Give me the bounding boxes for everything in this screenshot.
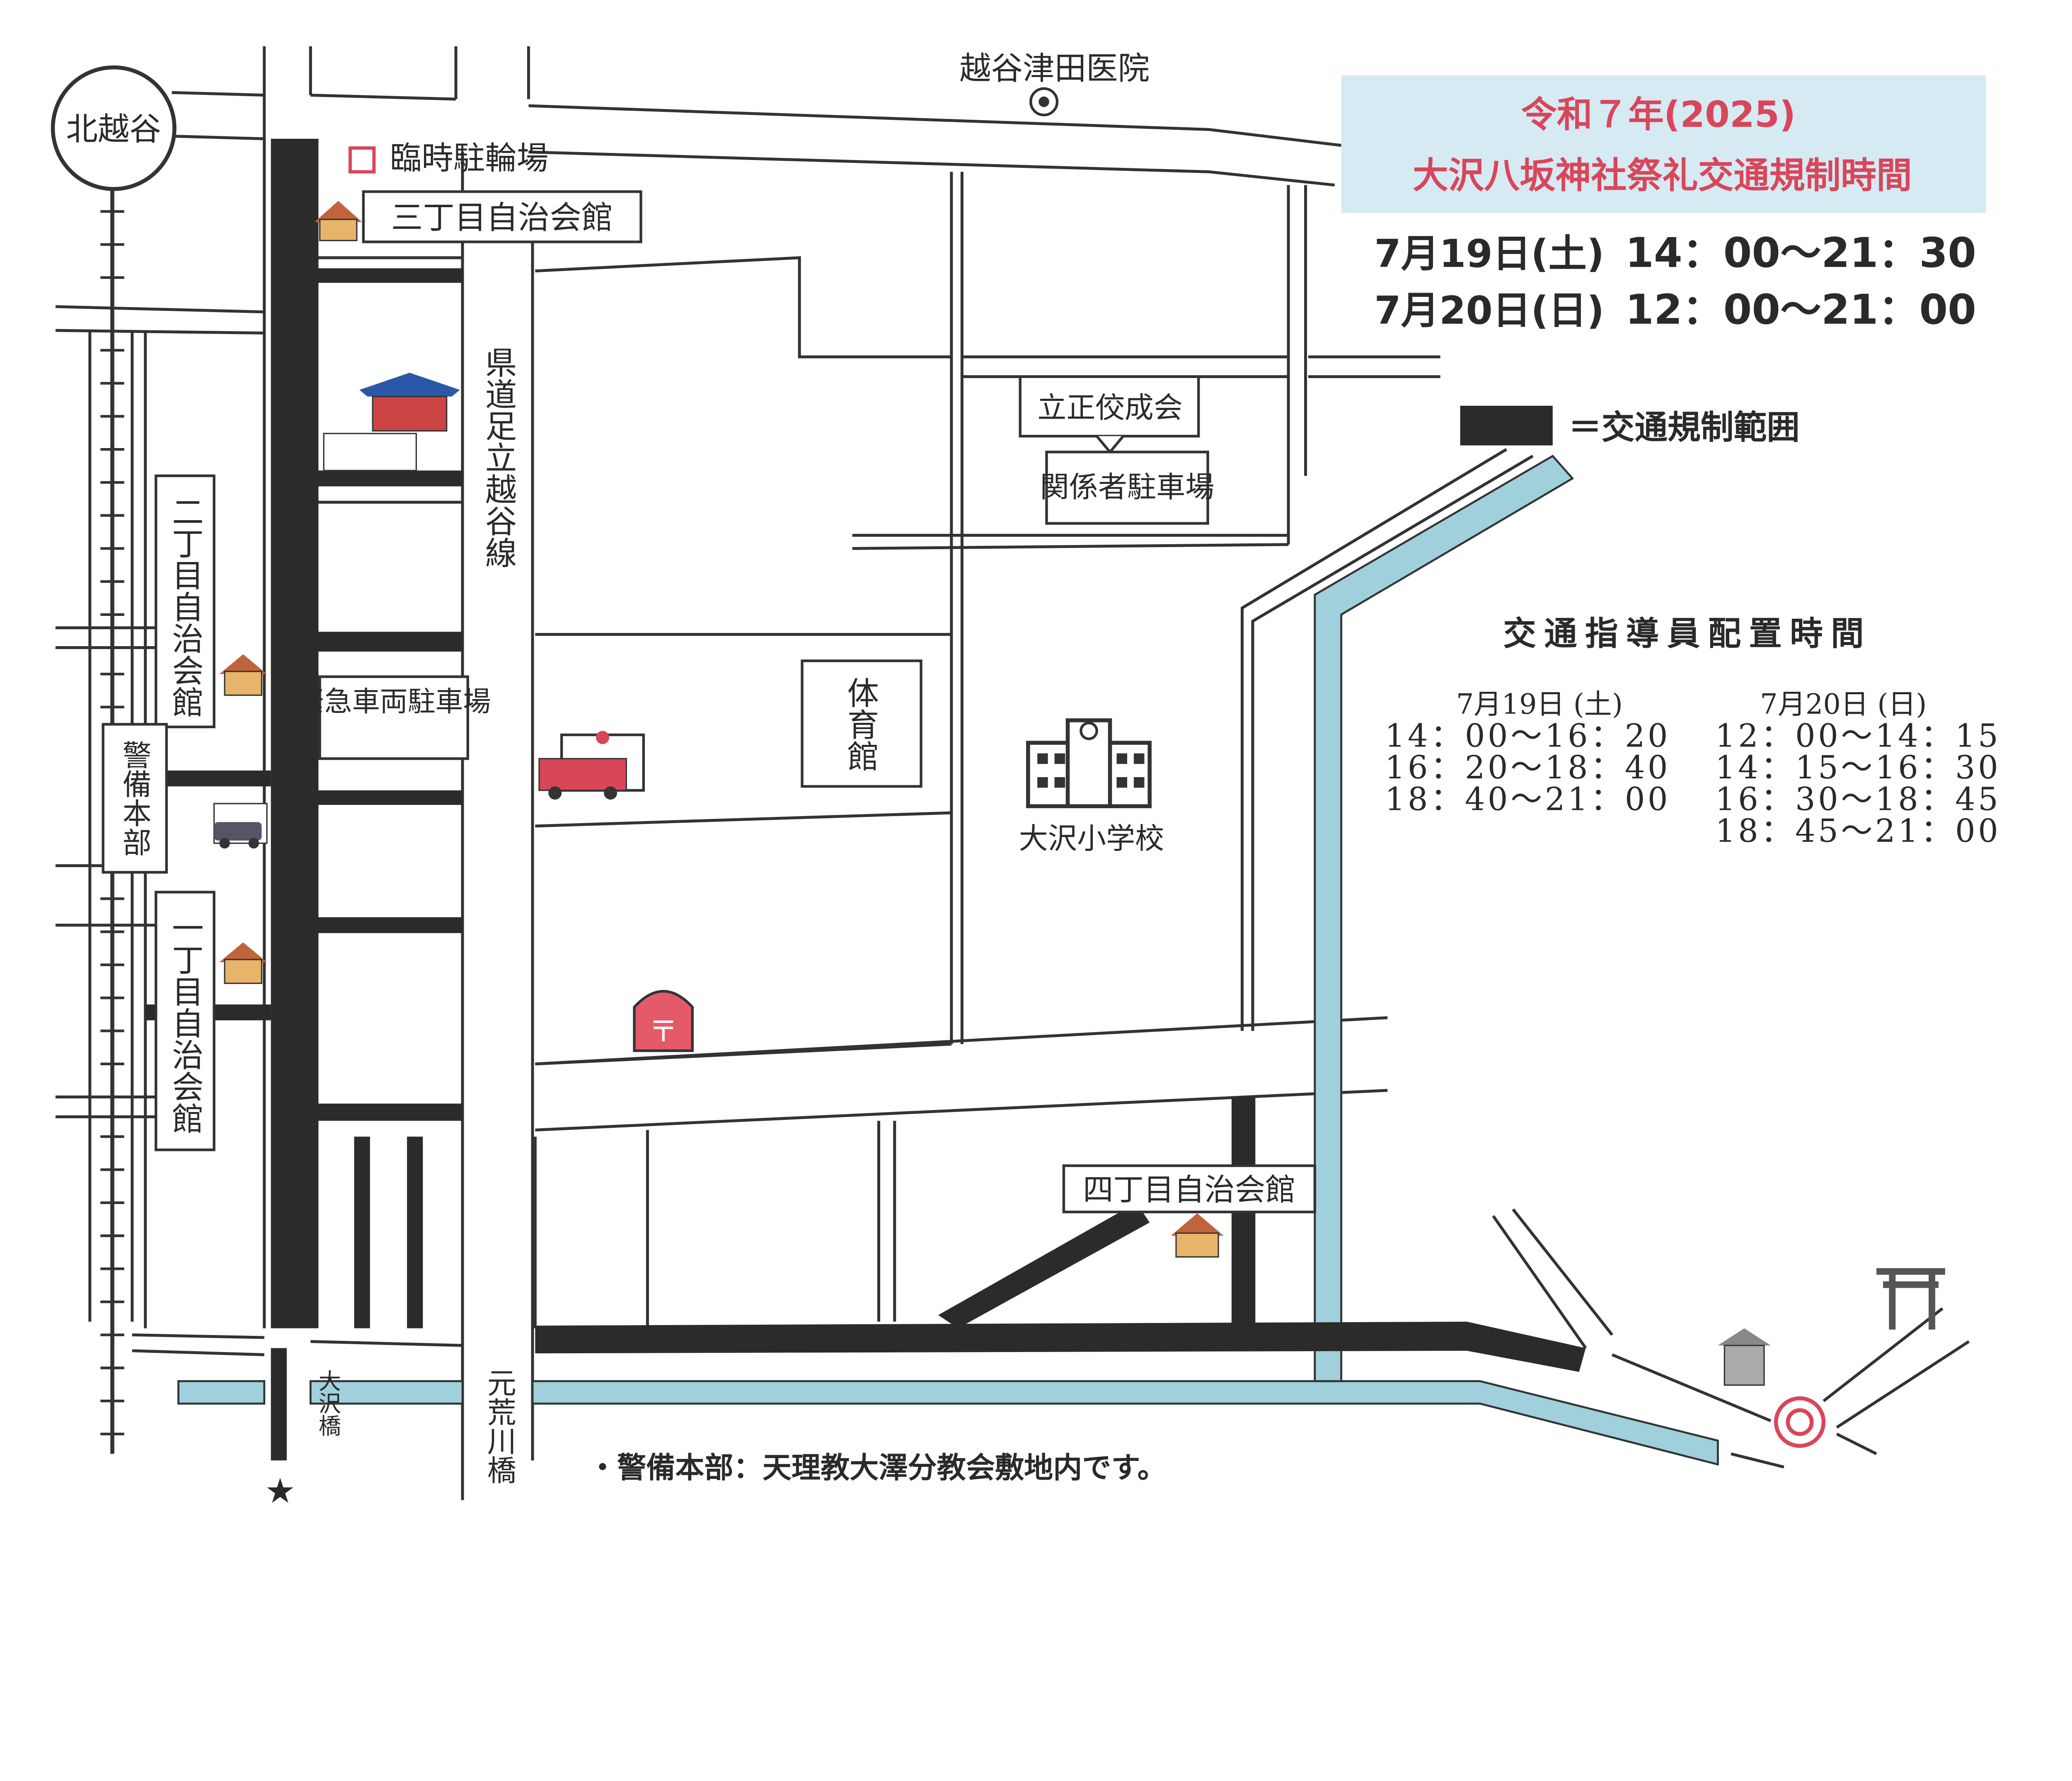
regulation-date: 7月19日(土) [1374,231,1604,276]
house-icon [219,942,267,984]
house-icon [219,654,267,696]
guide-slot: 14：15〜16：30 [1715,749,2001,786]
svg-text:〒: 〒 [649,1015,678,1049]
guide-date: 7月20日 (日) [1760,688,1927,720]
post-office-icon: 〒 [633,990,694,1052]
shrine-icon [323,373,460,471]
prefectural-road-label: 県道足立越谷線 [480,346,517,568]
legend-label: ＝交通規制範囲 [1569,408,1800,447]
station-kitakoshigaya: 北越谷 [51,65,177,191]
regulation-time: 14：00〜21：30 [1625,229,1976,277]
emergency-parking-box [318,675,470,760]
bike-parking-label: 臨時駐輪場 [390,140,549,177]
regulation-date: 7月20日(日) [1374,288,1604,333]
staff-parking-label: 関係者駐車場 [1040,470,1215,504]
legend: ＝交通規制範囲 [1460,405,1800,447]
title-year: 令和７年(2025) [1521,94,1796,136]
station-label: 北越谷 [66,111,161,148]
hall2-label: 二丁目自治会館 [167,496,203,718]
staff-parking-box [1045,451,1209,525]
guide-schedule: 交通指導員配置時間 7月19日 (土) 14：00〜16：20 16：20〜18… [1385,614,2001,850]
house-icon [1171,1213,1224,1258]
guide-slot: 16：30〜18：45 [1715,781,2001,818]
regulation-time: 12：00〜21：00 [1625,286,1976,334]
guide-slot: 18：45〜21：00 [1715,813,2001,850]
hall3-box [362,190,642,243]
school-icon [1026,718,1152,808]
torii-icon [1876,1268,1945,1330]
motoarakawa-bridge-label: 元荒川橋 [482,1368,516,1484]
emergency-parking-label: 緊急車両駐車場 [297,686,491,718]
title-panel: 令和７年(2025) 大沢八坂神社祭礼交通規制時間 [1341,75,1986,213]
star-marker-icon: ★ [265,1471,295,1511]
guide-slot: 18：40〜21：00 [1385,781,1670,818]
bike-parking-icon [349,146,376,174]
destination-marker-icon [1774,1396,1826,1448]
hall2-box [155,474,215,729]
school-label: 大沢小学校 [1019,821,1164,855]
gym-label: 体育館 [842,677,879,772]
legend-swatch [1460,405,1553,446]
osawa-bridge-label: 大沢橋 [315,1369,341,1437]
hall1-label: 一丁目自治会館 [167,912,203,1134]
rissho-box [1019,375,1200,438]
guide-date: 7月19日 (土) [1456,688,1623,720]
hall4-label: 四丁目自治会館 [1083,1172,1295,1207]
fire-truck-icon [538,731,645,800]
police-car-icon [213,803,268,849]
gym-box [801,659,922,788]
regulated-roads [145,138,1586,1461]
footnote: ・警備本部：天理教大澤分教会敷地内です。 [588,1451,1167,1485]
traffic-regulation-map: 北越谷 越谷津田医院 臨時駐輪場 三丁目自治会館 県道足立越谷線 立正佼成会 関… [51,46,2001,1511]
guide-slot: 14：00〜16：20 [1385,718,1670,755]
river [177,455,1719,1466]
title-main: 大沢八坂神社祭礼交通規制時間 [1413,155,1912,196]
clinic-marker-icon [1029,87,1059,116]
guide-slot: 12：00〜14：15 [1715,718,2001,755]
hall3-label: 三丁目自治会館 [391,200,613,237]
guide-slot: 16：20〜18：40 [1385,749,1670,786]
guide-schedule-heading: 交通指導員配置時間 [1503,614,1872,653]
rissho-label: 立正佼成会 [1037,391,1183,425]
hall1-box [155,891,215,1151]
hq-label: 警備本部 [118,740,152,857]
hall4-box [1062,1164,1317,1214]
clinic-label: 越谷津田医院 [959,50,1150,87]
shrine-building-icon [1718,1328,1771,1386]
regulation-times: 7月19日(土) 14：00〜21：30 7月20日(日) 12：00〜21：0… [1374,229,1976,334]
house-icon [314,201,362,241]
hq-box [102,723,168,874]
